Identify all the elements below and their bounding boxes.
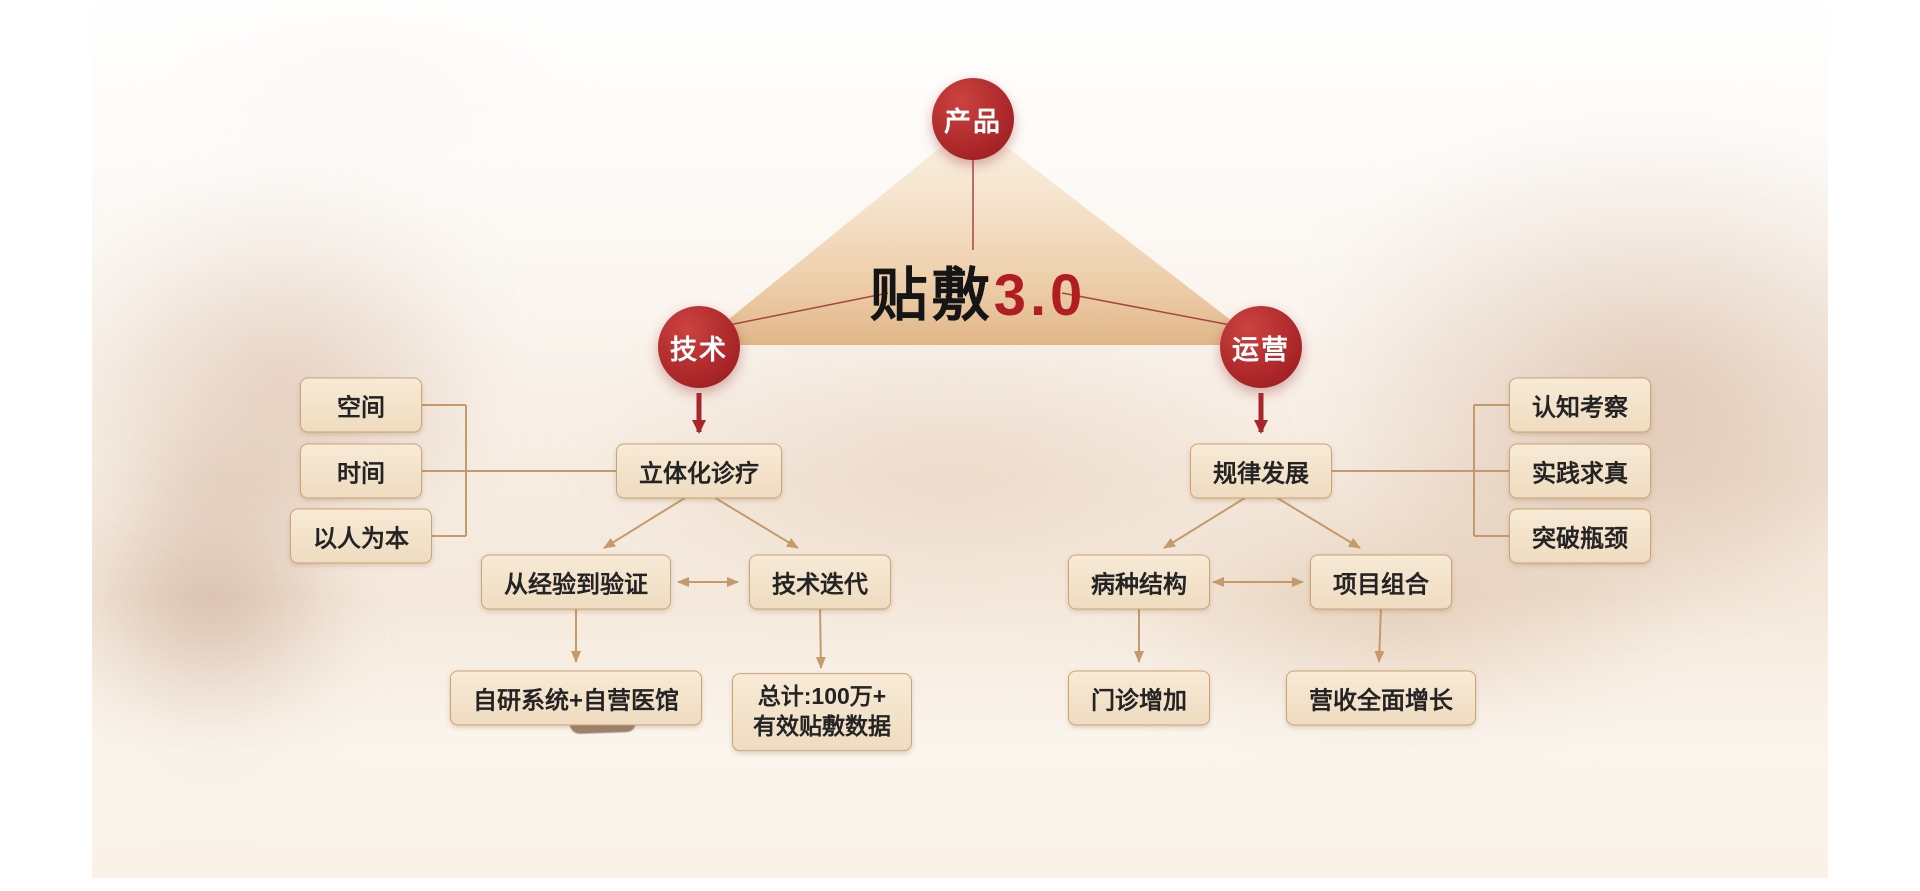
box-disease-structure: 病种结构	[1068, 554, 1210, 610]
box-break-bottleneck: 突破瓶颈	[1509, 508, 1651, 564]
box-project-portfolio-label: 项目组合	[1333, 571, 1429, 599]
box-time: 时间	[300, 443, 422, 499]
box-data-total-line1: 总计:100万+	[757, 683, 887, 710]
title-main-text: 贴敷	[869, 263, 994, 328]
box-self-built-system: 自研系统+自营医馆	[449, 670, 703, 726]
box-cognition-review: 认知考察	[1509, 377, 1651, 433]
box-self-built-system-label: 自研系统+自营医馆	[472, 687, 680, 715]
node-technology-label: 技术	[670, 334, 728, 365]
box-regular-development-label: 规律发展	[1213, 460, 1309, 488]
title-version-number: 3.0	[993, 263, 1087, 328]
box-time-label: 时间	[337, 460, 385, 488]
diagram-title: 贴敷3.0	[870, 248, 1087, 332]
box-experience-to-validation-label: 从经验到验证	[504, 571, 648, 599]
box-data-total: 总计:100万+ 有效贴敷数据	[732, 673, 912, 751]
box-space-label: 空间	[337, 394, 385, 422]
box-tech-iteration: 技术迭代	[749, 554, 891, 610]
box-project-portfolio: 项目组合	[1310, 554, 1452, 610]
box-tech-iteration-label: 技术迭代	[772, 571, 868, 599]
node-product-label: 产品	[944, 106, 1002, 137]
node-technology: 技术	[658, 306, 740, 388]
box-practice-truth-label: 实践求真	[1532, 460, 1628, 488]
node-product: 产品	[932, 78, 1014, 160]
box-cognition-review-label: 认知考察	[1532, 394, 1628, 422]
box-regular-development: 规律发展	[1190, 443, 1332, 499]
box-people-first: 以人为本	[290, 508, 432, 564]
box-outpatient-increase: 门诊增加	[1068, 670, 1210, 726]
box-stereoscopic-diagnosis-label: 立体化诊疗	[639, 460, 759, 488]
box-revenue-growth: 营收全面增长	[1286, 670, 1476, 726]
box-experience-to-validation: 从经验到验证	[481, 554, 671, 610]
box-stereoscopic-diagnosis: 立体化诊疗	[616, 443, 782, 499]
box-people-first-label: 以人为本	[313, 525, 409, 553]
node-operations-label: 运营	[1232, 334, 1290, 365]
node-operations: 运营	[1220, 306, 1302, 388]
box-outpatient-increase-label: 门诊增加	[1091, 687, 1187, 715]
box-space: 空间	[300, 377, 422, 433]
box-disease-structure-label: 病种结构	[1091, 571, 1187, 599]
lake-water	[92, 597, 1828, 878]
triangle-shape	[697, 121, 1263, 345]
box-data-total-line2: 有效贴敷数据	[753, 713, 891, 739]
box-revenue-growth-label: 营收全面增长	[1309, 687, 1453, 715]
box-practice-truth: 实践求真	[1509, 443, 1651, 499]
box-break-bottleneck-label: 突破瓶颈	[1532, 525, 1628, 553]
